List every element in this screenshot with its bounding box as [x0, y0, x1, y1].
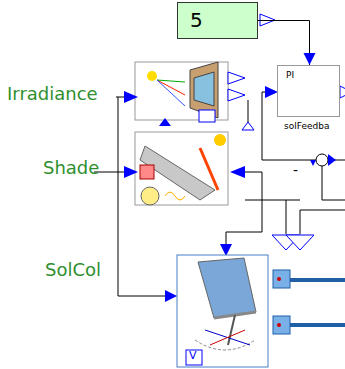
input-label: SolCol: [45, 260, 101, 280]
sensor-mark: V: [189, 350, 197, 362]
arrow-head: [304, 53, 316, 65]
input-label: Irradiance: [7, 84, 98, 104]
constant-value: 5: [190, 9, 203, 31]
signal-connector: [258, 21, 316, 66]
instance-name: solFeedba: [284, 122, 329, 132]
block-label: PI: [286, 71, 294, 81]
pi-controller: PIsolFeedba: [277, 65, 340, 117]
input-label: Shade: [43, 158, 99, 178]
sign-mark: -: [293, 163, 298, 178]
constant-block: 5: [177, 2, 258, 39]
